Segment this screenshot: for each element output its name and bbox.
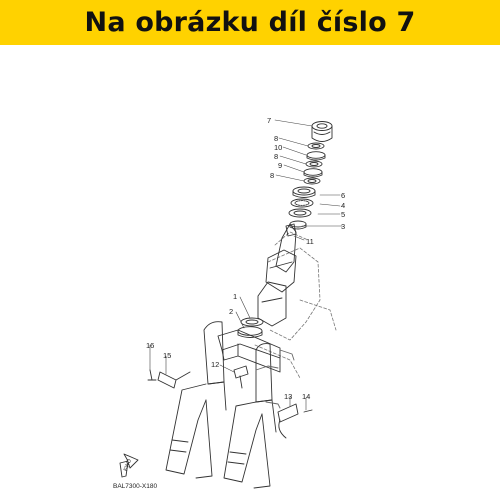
callout-12: 12 <box>211 360 219 369</box>
callout-6: 6 <box>341 191 345 200</box>
callout-15: 15 <box>163 351 171 360</box>
steering-stem <box>257 223 297 327</box>
parts-diagram: 7 8 10 8 9 8 6 4 5 3 11 1 2 12 16 15 13 … <box>0 45 500 500</box>
left-fork-leg <box>165 321 227 479</box>
callout-4: 4 <box>341 201 345 210</box>
title-banner: Na obrázku díl číslo 7 <box>0 0 500 45</box>
callout-8-mid: 8 <box>274 152 278 161</box>
part-13-14-bracket <box>277 403 313 439</box>
callout-10: 10 <box>274 143 282 152</box>
callout-5: 5 <box>341 210 345 219</box>
callout-3: 3 <box>341 222 345 231</box>
part-7-steering-nut <box>311 121 333 142</box>
callout-2: 2 <box>229 307 233 316</box>
callout-16: 16 <box>146 341 154 350</box>
banner-title: Na obrázku díl číslo 7 <box>84 7 416 38</box>
leader-lines <box>149 119 343 411</box>
right-fork-leg <box>223 343 277 489</box>
part-15-16-bracket <box>147 369 191 389</box>
callout-14: 14 <box>302 392 310 401</box>
part-12-bolt <box>233 365 249 389</box>
callout-9: 9 <box>278 161 282 170</box>
callout-8-low: 8 <box>270 171 274 180</box>
part-11-race <box>285 223 297 237</box>
bearing-stack <box>288 186 316 230</box>
reference-box <box>255 349 295 409</box>
callout-1: 1 <box>233 292 237 301</box>
drawing-code: BAL7300-X180 <box>113 483 157 490</box>
callout-7: 7 <box>267 116 271 125</box>
callout-8-top: 8 <box>274 134 278 143</box>
frame-outline <box>254 231 337 379</box>
lower-bearing <box>237 317 264 338</box>
callout-11: 11 <box>306 237 314 246</box>
forward-arrow-label: FWD <box>123 458 133 472</box>
forward-arrow-icon <box>119 453 139 478</box>
upper-washer-stack <box>303 142 326 185</box>
callout-13: 13 <box>284 392 292 401</box>
